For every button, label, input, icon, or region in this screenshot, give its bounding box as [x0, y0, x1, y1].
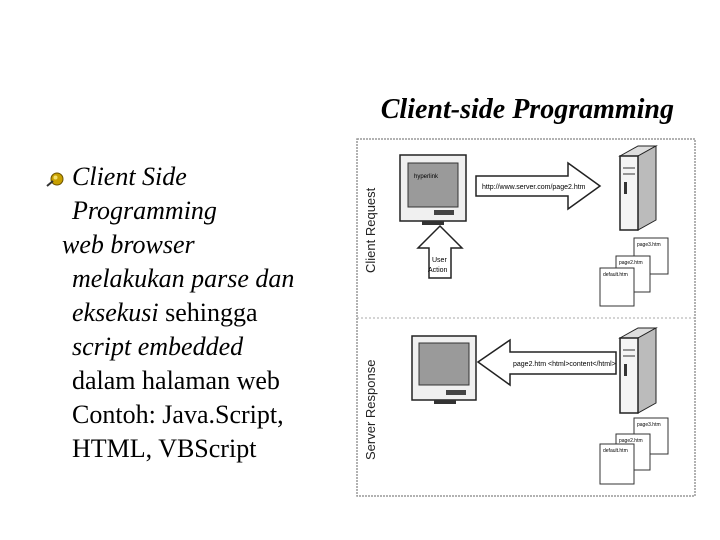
- user-label-2: Action: [428, 267, 448, 274]
- client-monitor-bottom: [411, 335, 477, 404]
- request-arrow: [475, 161, 602, 211]
- para-line-3-italic: eksekusi: [72, 298, 159, 327]
- file-top-1: page3.htm: [637, 242, 661, 248]
- server-tower-bottom: [618, 327, 658, 414]
- file-top-3: default.htm: [603, 272, 628, 278]
- bullet-icon: [46, 172, 64, 187]
- response-text: page2.htm <html>content</html>: [513, 361, 616, 368]
- bullet-line-2: Programming: [72, 196, 217, 225]
- para-line-2: melakukan parse dan: [72, 264, 295, 293]
- file-bottom-1: page3.htm: [637, 422, 661, 428]
- server-tower-top: [618, 145, 658, 231]
- file-stack-bottom: [599, 417, 669, 485]
- client-server-diagram: Client Request Server Response hyperlink…: [356, 138, 696, 498]
- hyperlink-label: hyperlink: [414, 174, 439, 180]
- para-line-3: eksekusi sehingga: [72, 296, 356, 330]
- para-line-3-rest: sehingga: [158, 298, 258, 327]
- para-line-1: web browser: [62, 230, 195, 259]
- user-label-1: User: [432, 257, 447, 264]
- slide-title: Client-side Programming: [380, 94, 674, 125]
- response-arrow: [476, 338, 617, 387]
- para-line-6: Contoh: Java.Script,: [72, 400, 284, 429]
- file-bottom-3: default.htm: [603, 448, 628, 454]
- para-line-4: script embedded: [72, 332, 244, 361]
- client-request-label: Client Request: [363, 187, 378, 273]
- client-monitor-top: [399, 154, 467, 225]
- file-top-2: page2.htm: [619, 260, 643, 266]
- server-response-label: Server Response: [363, 360, 378, 460]
- bullet-line-1: Client Side: [72, 162, 187, 191]
- bullet-item: Client Side Programming: [46, 160, 356, 228]
- para-lines: melakukan parse dan eksekusi sehingga sc…: [46, 262, 356, 466]
- slide-body: Client Side Programming web browser mela…: [46, 160, 356, 466]
- request-url: http://www.server.com/page2.htm: [482, 184, 586, 191]
- file-bottom-2: page2.htm: [619, 438, 643, 444]
- para-line-7: HTML, VBScript: [72, 434, 257, 463]
- file-stack-top: [599, 237, 669, 307]
- user-action-arrow: [416, 224, 464, 279]
- para-line-5: dalam halaman web: [72, 366, 280, 395]
